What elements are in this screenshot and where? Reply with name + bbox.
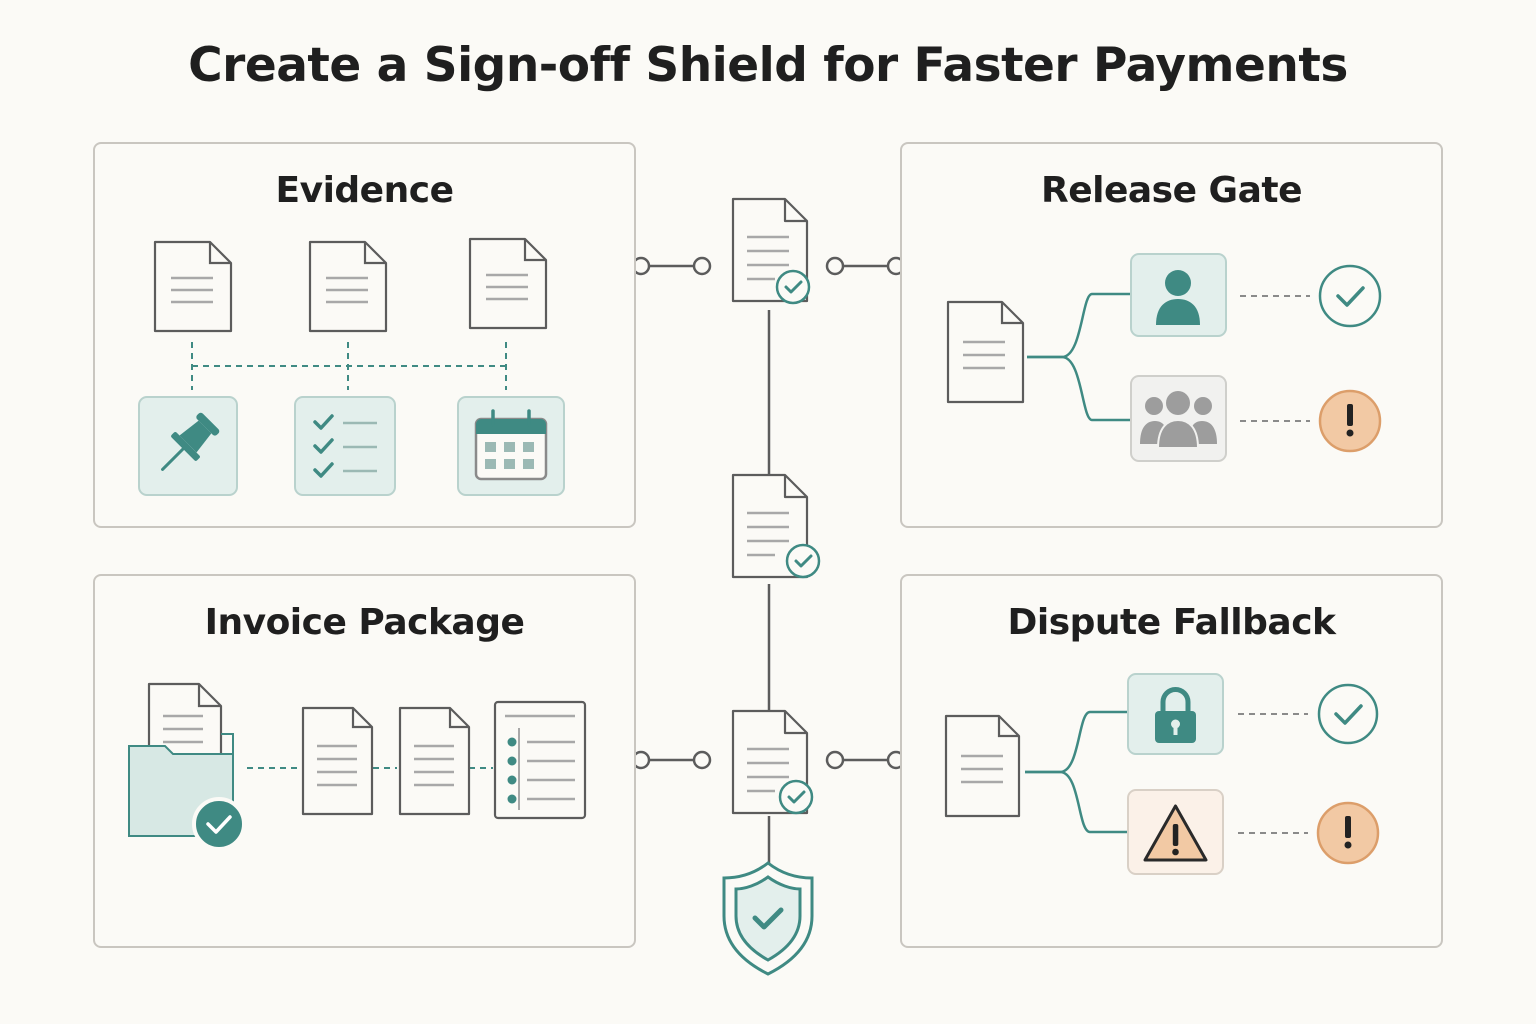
invoice-package-panel: Invoice Package [93, 574, 636, 948]
document-icon [944, 714, 1021, 818]
check-circle-icon [1317, 683, 1379, 745]
page-title: Create a Sign-off Shield for Faster Paym… [188, 38, 1348, 93]
branch-escalate [1025, 770, 1128, 834]
document-icon [398, 706, 471, 816]
branch-approve [1025, 710, 1128, 774]
invoice-package-art [128, 682, 587, 851]
checked-document-icon [731, 473, 821, 579]
evidence-title: Evidence [275, 170, 454, 211]
release-gate-panel: Release Gate [900, 142, 1443, 528]
checklist-icon [294, 396, 396, 496]
group-users-icon [1130, 375, 1227, 462]
checked-document-icon [731, 197, 811, 305]
branch-escalate [1027, 355, 1130, 422]
checked-document-icon [731, 709, 814, 815]
connector-release-gate [825, 256, 906, 276]
list-document-icon [493, 700, 587, 820]
dispute-fallback-title: Dispute Fallback [1007, 602, 1336, 643]
document-icon [301, 706, 374, 816]
pushpin-icon [138, 396, 238, 496]
warning-circle-icon [1316, 801, 1380, 865]
invoice-package-title: Invoice Package [204, 602, 525, 643]
dispute-fallback-panel: Dispute Fallback [900, 574, 1443, 948]
document-icon [153, 240, 233, 333]
folder-icon [128, 682, 246, 851]
warning-circle-icon [1318, 389, 1382, 453]
single-user-icon [1130, 253, 1227, 337]
shield-check-icon [722, 861, 814, 976]
evidence-dashed-links [191, 342, 507, 390]
warning-triangle-icon [1127, 789, 1224, 875]
document-icon [468, 237, 548, 330]
document-icon [946, 300, 1025, 404]
document-icon [308, 240, 388, 333]
check-circle-icon [1318, 264, 1382, 328]
branch-approve [1027, 292, 1130, 359]
evidence-art [138, 237, 565, 496]
release-gate-title: Release Gate [1040, 170, 1303, 211]
evidence-panel: Evidence [93, 142, 636, 528]
calendar-icon [457, 396, 565, 496]
connector-dispute-fallback [825, 750, 906, 770]
lock-icon [1127, 673, 1224, 755]
release-gate-art [946, 253, 1382, 462]
connector-invoice-package [631, 750, 712, 770]
dispute-fallback-art [944, 673, 1380, 875]
connector-evidence [631, 256, 712, 276]
